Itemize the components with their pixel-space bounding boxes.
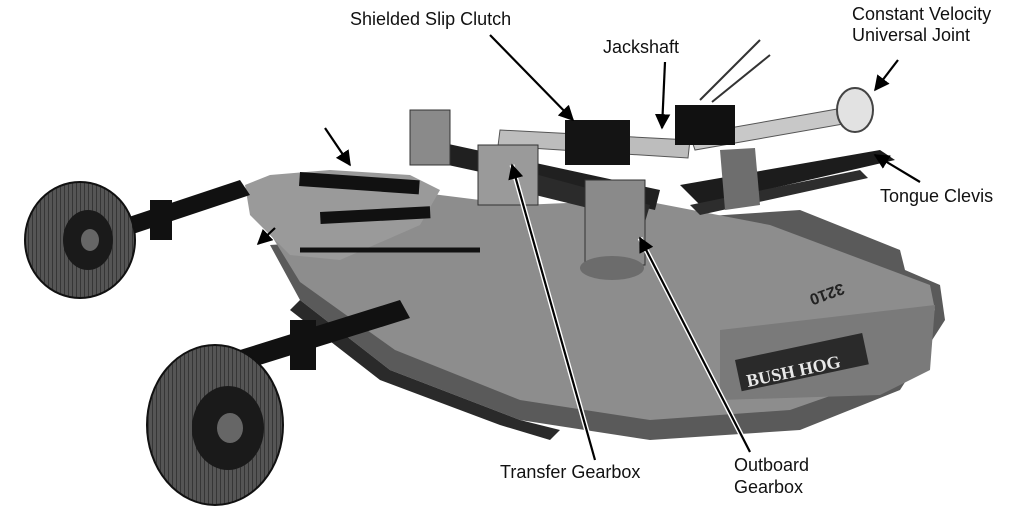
arrow-outboard-gearbox-core xyxy=(639,236,751,453)
hose-a xyxy=(699,39,761,101)
hose-b xyxy=(711,54,771,103)
outboard-gearbox xyxy=(584,179,646,266)
label-transfer-gearbox: Transfer Gearbox xyxy=(500,462,641,482)
front-hub xyxy=(217,413,243,443)
jack-mount-bracket xyxy=(720,148,760,210)
driveline xyxy=(497,39,874,165)
slip-clutch-shield xyxy=(565,120,630,165)
arrow-tongue-clevis xyxy=(873,154,921,183)
outboard-gearbox-base xyxy=(580,256,644,280)
label-shielded-slip-clutch: Shielded Slip Clutch xyxy=(350,9,512,29)
front-arm-post xyxy=(290,320,316,370)
rear-wheel xyxy=(24,181,136,299)
gearboxes xyxy=(409,109,646,280)
cv-joint-housing xyxy=(675,105,735,145)
arrow-slip-clutch xyxy=(489,34,575,122)
brand-decal-bg xyxy=(734,332,869,392)
label-outboard-gearbox-line1: Outboard xyxy=(734,455,810,475)
rear-arm-post xyxy=(150,200,172,240)
label-cv-joint-line2: Universal Joint xyxy=(852,25,971,45)
front-arm xyxy=(240,300,410,368)
label-cv-joint-line1: Constant Velocity xyxy=(852,4,992,24)
arrow-jackshaft xyxy=(654,61,671,130)
arrow-transfer-gearbox-core xyxy=(508,163,597,461)
transfer-gearbox xyxy=(477,144,539,206)
label-outboard-gearbox-line2: Gearbox xyxy=(734,477,804,497)
label-jackshaft: Jackshaft xyxy=(603,37,680,57)
deck-rear-dark-edge xyxy=(290,300,560,440)
arrow-cv-joint xyxy=(874,59,899,92)
arrow-cylinder-upper xyxy=(324,127,351,167)
left-gearbox xyxy=(409,109,451,166)
arrow-cylinder-lower xyxy=(256,227,276,246)
lower-cylinder xyxy=(320,206,431,224)
upper-cylinder xyxy=(299,172,420,195)
label-tongue-clevis: Tongue Clevis xyxy=(880,186,994,206)
hydraulics xyxy=(299,172,480,253)
rear-hub xyxy=(81,229,99,251)
front-wheel xyxy=(146,344,284,506)
callout-arrows xyxy=(256,34,921,461)
cv-joint-yoke xyxy=(836,87,874,133)
